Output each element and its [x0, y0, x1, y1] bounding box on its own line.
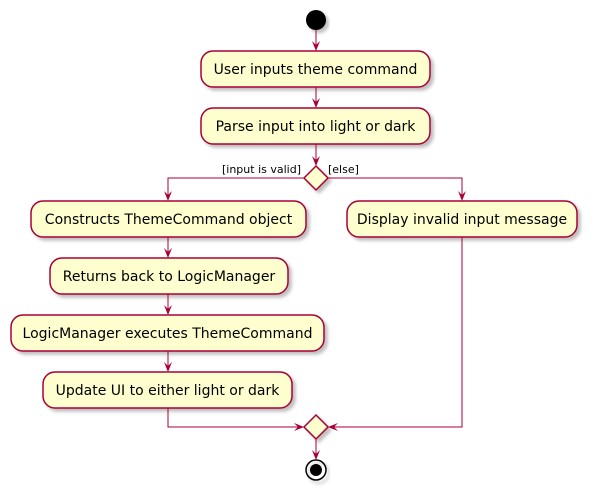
activity-update-ui: Update UI to either light or dark — [42, 371, 293, 409]
flow-arrow-parse-to-decision — [312, 144, 320, 166]
activity-label: LogicManager executes ThemeCommand — [23, 326, 313, 342]
activity-label: Display invalid input message — [357, 212, 567, 228]
merge-diamond — [302, 413, 330, 441]
guard-label-valid: [input is valid] — [222, 163, 301, 176]
flow-arrow-start-to-input — [312, 30, 320, 51]
activity-logicmanager-executes: LogicManager executes ThemeCommand — [10, 314, 325, 352]
flow-arrow-returns-to-executes — [164, 294, 172, 315]
activity-label: User inputs theme command — [214, 62, 418, 78]
flow-arrow-invalid-to-merge — [328, 237, 463, 431]
start-node — [306, 10, 326, 30]
activity-label: Constructs ThemeCommand object — [45, 212, 293, 228]
activity-label: Parse input into light or dark — [216, 119, 417, 135]
activity-parse-input: Parse input into light or dark — [200, 107, 431, 145]
activity-label: Update UI to either light or dark — [56, 383, 281, 399]
activity-display-invalid-message: Display invalid input message — [346, 200, 578, 238]
flow-arrow-executes-to-update — [164, 351, 172, 372]
flow-arrow-update-to-merge — [167, 408, 304, 431]
flow-arrow-construct-to-returns — [164, 237, 172, 258]
flow-arrow-decision-to-construct — [164, 177, 304, 201]
end-node — [305, 459, 327, 481]
activity-user-inputs-theme-command: User inputs theme command — [200, 50, 431, 88]
activity-constructs-themecommand: Constructs ThemeCommand object — [30, 200, 307, 238]
flow-arrow-merge-to-end — [312, 439, 320, 460]
activity-label: Returns back to LogicManager — [63, 269, 276, 285]
guard-label-else: [else] — [328, 163, 359, 176]
decision-diamond — [302, 164, 330, 192]
flow-arrow-input-to-parse — [312, 87, 320, 108]
activity-returns-to-logicmanager: Returns back to LogicManager — [49, 257, 289, 295]
flow-arrow-decision-to-invalid — [328, 177, 466, 201]
